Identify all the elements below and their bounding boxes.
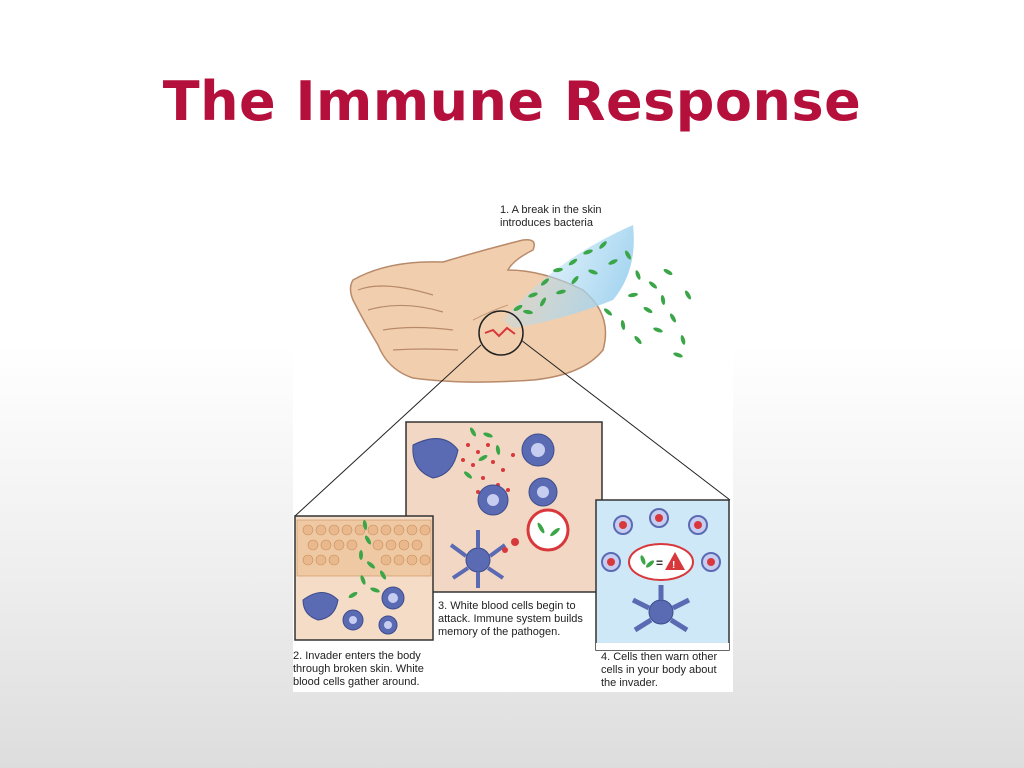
step2-line3: blood cells gather around. bbox=[293, 676, 420, 688]
panel-attack bbox=[405, 421, 603, 593]
step1-label: 1. A break in the skin introduces bacter… bbox=[500, 204, 602, 230]
hand-illustration bbox=[349, 238, 607, 383]
zoom-lines bbox=[294, 339, 731, 517]
step2-line2: through broken skin. White bbox=[293, 663, 424, 675]
immune-response-illustration: = ! bbox=[294, 225, 731, 651]
step3-label: 3. White blood cells begin to attack. Im… bbox=[438, 600, 583, 639]
step2-label: 2. Invader enters the body through broke… bbox=[293, 650, 424, 689]
step1-line2: introduces bacteria bbox=[500, 217, 593, 229]
wound-circle bbox=[478, 310, 524, 356]
equals-sign: = bbox=[656, 556, 663, 570]
panel-warn-cells: = ! bbox=[595, 499, 730, 651]
step2-line1: 2. Invader enters the body bbox=[293, 650, 421, 662]
step3-line2: attack. Immune system builds bbox=[438, 613, 583, 625]
step4-line3: the invader. bbox=[601, 677, 658, 689]
step3-line3: memory of the pathogen. bbox=[438, 626, 561, 638]
bacteria-stream bbox=[503, 225, 692, 358]
step1-line1: 1. A break in the skin bbox=[500, 204, 602, 216]
step4-label: 4. Cells then warn other cells in your b… bbox=[601, 651, 717, 690]
step3-line1: 3. White blood cells begin to bbox=[438, 600, 576, 612]
immune-response-figure: = ! 1. A break in the skin introduces ba… bbox=[293, 200, 733, 692]
slide-title: The Immune Response bbox=[162, 70, 862, 133]
warning-icon bbox=[665, 552, 685, 570]
svg-text:!: ! bbox=[672, 560, 675, 571]
panel-invader-enters bbox=[294, 515, 434, 641]
step4-line2: cells in your body about bbox=[601, 664, 717, 676]
step4-line1: 4. Cells then warn other bbox=[601, 651, 718, 663]
